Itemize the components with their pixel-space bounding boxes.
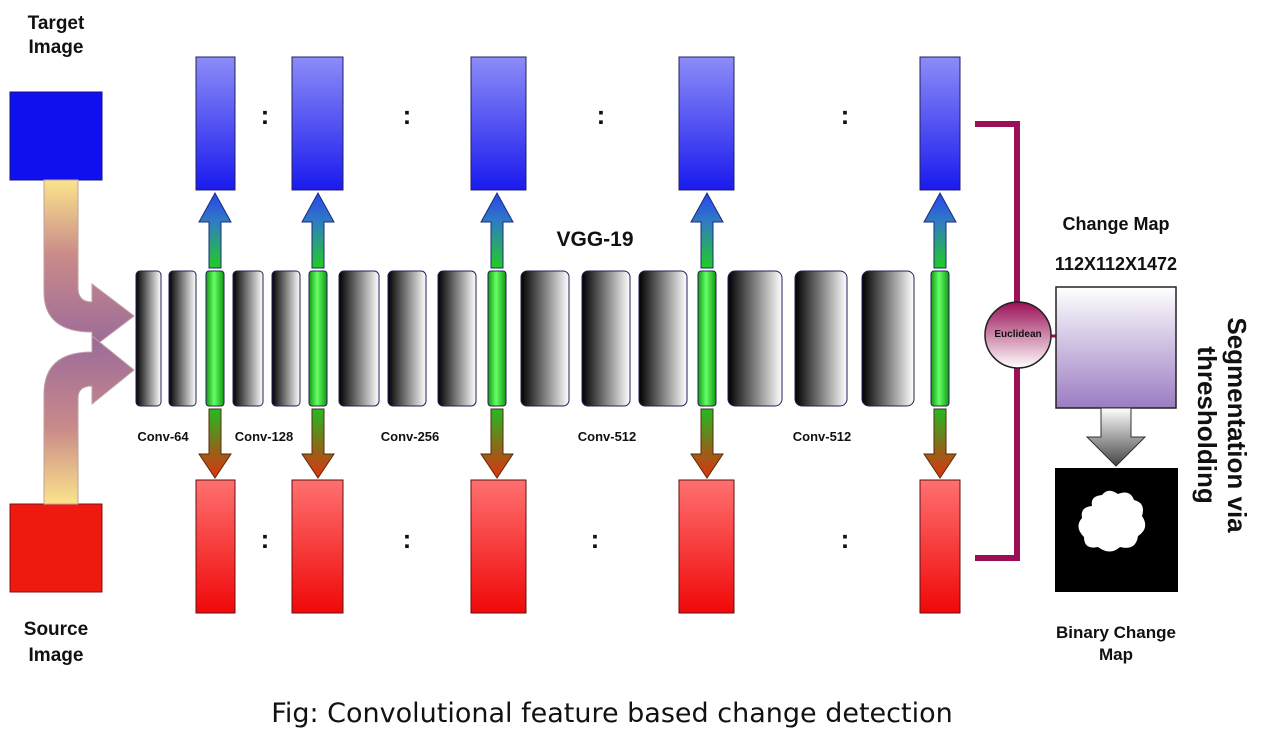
source-feature-maps [195,479,961,614]
up-arrow [923,191,957,269]
binary-change-blob [1078,490,1146,552]
source-flow-arrow [43,334,135,505]
up-arrow [480,191,514,269]
target-feature-map [195,56,236,191]
conv-layer [271,270,301,407]
figure-caption: Fig: Convolutional feature based change … [271,698,953,729]
down-arrow [301,408,335,479]
down-arrow [480,408,514,479]
source-feature-map [678,479,735,614]
conv-layer [727,270,783,407]
source-image-label: Source Image [23,619,89,666]
target-image-box [9,91,103,181]
conv-group-label: Conv-512 [577,429,637,444]
separator: : [590,524,600,554]
conv-layer [520,270,570,407]
down-arrow [198,408,232,479]
separator: : [260,524,270,554]
conv-layer [861,270,915,407]
separator: : [840,524,850,554]
target-feature-map [291,56,344,191]
up-arrow [301,191,335,269]
conv-layer-highlight [487,270,507,407]
separator: : [402,100,412,130]
conv-layer-highlight [930,270,950,407]
up-arrows [198,191,957,269]
target-flow-arrow [43,179,135,350]
target-feature-map [919,56,961,191]
up-arrow [690,191,724,269]
conv-group-label: Conv-64 [137,429,189,444]
source-image-box [9,503,103,593]
conv-group-label: Conv-256 [380,429,440,444]
conv-layer [135,270,162,407]
conv-layer [168,270,197,407]
conv-layer [794,270,848,407]
separator: : [402,524,412,554]
conv-layer [581,270,631,407]
euclidean-label: Euclidean [994,329,1042,340]
change-map-size-label: 112X112X1472 [1054,254,1178,274]
target-feature-map [678,56,735,191]
source-feature-map [291,479,344,614]
change-map-box [1055,286,1177,409]
source-feature-map [470,479,527,614]
down-arrow [690,408,724,479]
segmentation-label: Segmentation via thresholding [1192,317,1252,533]
conv-layer [232,270,264,407]
up-arrow [198,191,232,269]
target-feature-maps [195,56,961,191]
separator: : [596,100,606,130]
conv-layer [437,270,477,407]
conv-layer [638,270,688,407]
separator: : [840,100,850,130]
conv-layer [338,270,380,407]
down-arrows [198,408,957,479]
conv-group-label: Conv-512 [792,429,852,444]
target-image-label: Target Image [27,13,85,58]
binary-change-map-label: Binary Change Map [1056,623,1176,664]
threshold-arrow [1085,407,1147,467]
conv-layer [387,270,427,407]
network-title: VGG-19 [556,228,634,251]
separator: : [260,100,270,130]
change-map-label: Change Map [1062,214,1170,234]
conv-group-label: Conv-128 [234,429,294,444]
conv-layer-highlight [697,270,717,407]
conv-layer-highlight [205,270,225,407]
source-feature-map [919,479,961,614]
vgg19-layers [135,270,950,407]
target-feature-map [470,56,527,191]
euclidean-node [984,301,1052,369]
source-feature-map [195,479,236,614]
down-arrow [923,408,957,479]
conv-layer-highlight [308,270,328,407]
